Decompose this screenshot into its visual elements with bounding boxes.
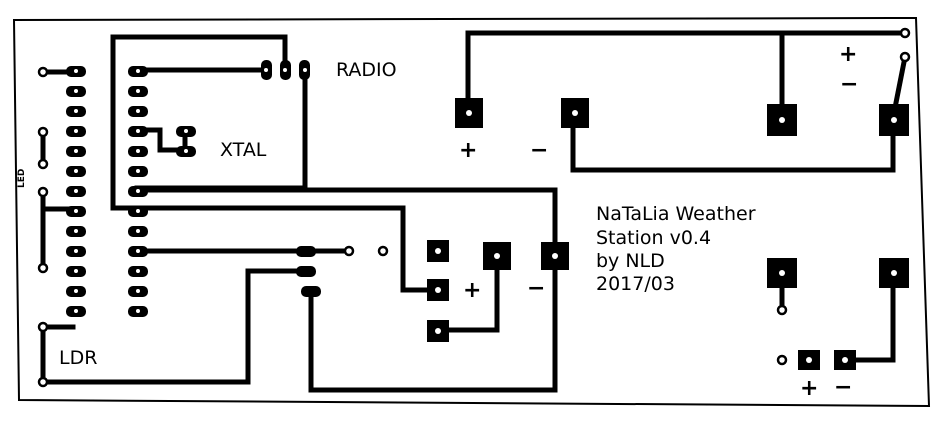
- radio-label: RADIO: [336, 59, 397, 81]
- xtal-label: XTAL: [220, 139, 267, 161]
- trace-main: [134, 187, 558, 259]
- oval-pads: [296, 246, 321, 297]
- trace-br: [840, 269, 896, 363]
- round-pads: [37, 27, 911, 388]
- trace-power-minus: [570, 109, 896, 173]
- trace-loop: [110, 205, 440, 293]
- trace-pad-link: [434, 253, 500, 333]
- ldr-label: LDR: [59, 347, 98, 369]
- power-top-plus: +: [459, 138, 478, 163]
- trace-radio-top: [110, 34, 288, 211]
- title-line-4: 2017/03: [596, 273, 675, 295]
- board-outline: [12, 16, 931, 408]
- title-line-2: Station v0.4: [596, 227, 712, 249]
- traces: [40, 30, 908, 393]
- bottom-plus: +: [800, 376, 819, 401]
- mid-plus: +: [463, 278, 482, 303]
- trace-bottom-loop: [308, 253, 558, 393]
- power-right-minus: −: [840, 72, 859, 97]
- trace-ldr: [40, 268, 308, 385]
- mid-minus: −: [527, 276, 546, 301]
- trace-xtal: [134, 127, 188, 153]
- led-label: LED: [17, 168, 27, 188]
- title-line-1: NaTaLia Weather: [596, 203, 756, 225]
- power-right-plus: +: [839, 42, 858, 67]
- header-holes: [74, 69, 140, 313]
- square-pad-holes: [435, 110, 897, 363]
- bottom-minus: −: [834, 375, 853, 400]
- title-line-3: by NLD: [596, 250, 665, 272]
- power-top-minus: −: [530, 138, 549, 163]
- trace-power-top: [465, 30, 908, 115]
